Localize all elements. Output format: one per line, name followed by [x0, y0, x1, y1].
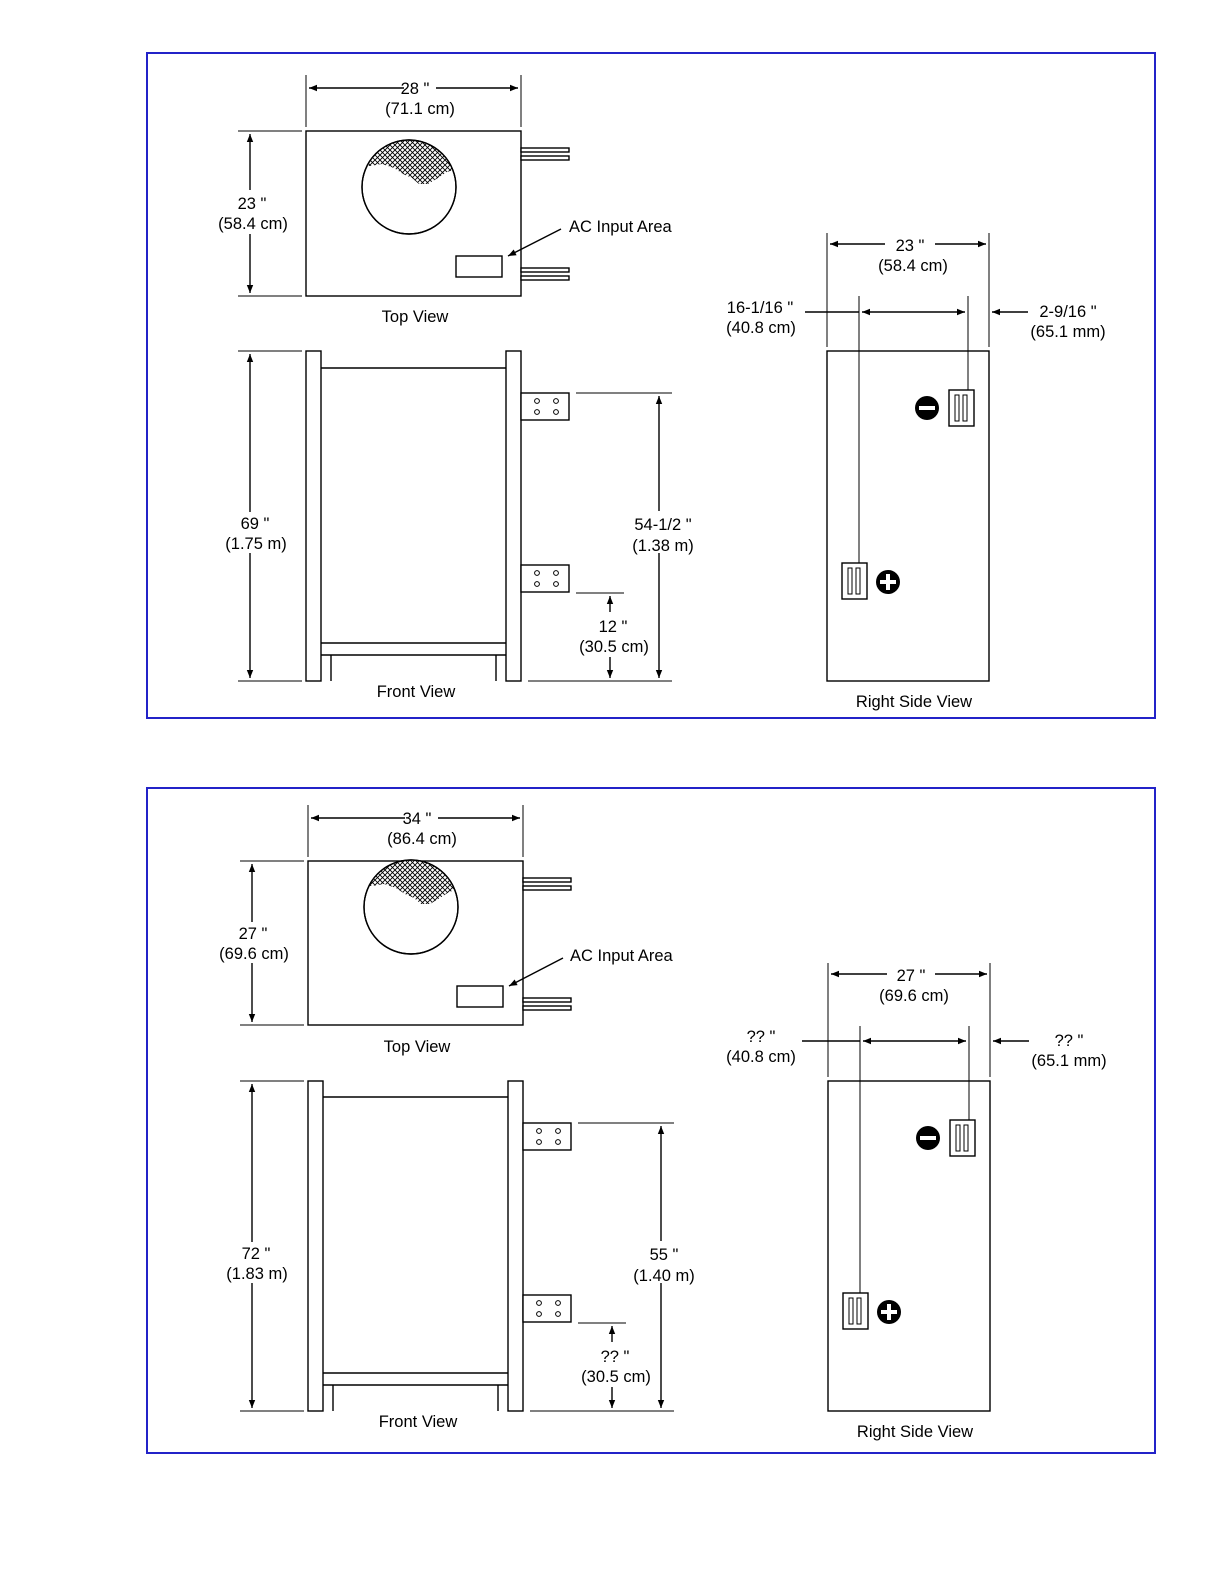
front-view: 69 " (1.75 m) 54-1/2 " (1.38 m) 12 " (30… — [225, 350, 694, 701]
top-width-label: 34 " — [403, 810, 432, 828]
top-width-metric: (86.4 cm) — [387, 830, 457, 848]
ac-input-leader — [508, 957, 564, 987]
bottom-terminal-metric: (30.5 cm) — [579, 638, 649, 656]
panel-frame — [146, 787, 1156, 1454]
side-offset-right-label: ?? " — [1055, 1032, 1084, 1050]
minus-circle-icon — [915, 396, 939, 420]
ac-input-box — [456, 985, 504, 1008]
side-width-label: 27 " — [897, 967, 926, 985]
front-view-label: Front View — [377, 683, 456, 701]
panel-1: 28 " (71.1 cm) 23 " (58.4 cm) AC Input A… — [146, 52, 1156, 719]
right-side-view: 23 " (58.4 cm) 16-1/16 " (40.8 cm) 2-9/1… — [726, 233, 1106, 711]
side-width-metric: (58.4 cm) — [878, 257, 948, 275]
front-view-label: Front View — [379, 1413, 458, 1431]
bottom-terminal-metric: (30.5 cm) — [581, 1368, 651, 1386]
front-height-metric: (1.83 m) — [226, 1265, 287, 1283]
bus-bars — [520, 147, 570, 281]
front-view: 72 " (1.83 m) 55 " (1.40 m) ?? " (30.5 c… — [226, 1080, 695, 1431]
upper-terminal-tab — [522, 1122, 572, 1151]
side-offset-left-metric: (40.8 cm) — [726, 319, 796, 337]
right-side-view: 27 " (69.6 cm) ?? " (40.8 cm) ?? " (65.1… — [726, 963, 1107, 1441]
side-width-label: 23 " — [896, 237, 925, 255]
terminal-span-label: 55 " — [650, 1246, 679, 1264]
top-view-label: Top View — [382, 308, 449, 326]
side-view-label: Right Side View — [856, 693, 972, 711]
top-view-label: Top View — [384, 1038, 451, 1056]
panel-2: 34 " (86.4 cm) 27 " (69.6 cm) AC Input A… — [146, 787, 1156, 1454]
top-depth-label: 27 " — [239, 925, 268, 943]
ac-input-label: AC Input Area — [569, 218, 673, 236]
side-offset-left-label: ?? " — [747, 1028, 776, 1046]
positive-terminal — [841, 562, 868, 600]
fan-mesh — [362, 140, 456, 184]
side-offset-left-metric: (40.8 cm) — [726, 1048, 796, 1066]
fan-mesh — [364, 860, 458, 904]
side-width-metric: (69.6 cm) — [879, 987, 949, 1005]
top-depth-label: 23 " — [238, 195, 267, 213]
upper-terminal-tab — [520, 392, 570, 421]
front-height-label: 69 " — [241, 515, 270, 533]
terminal-span-metric: (1.38 m) — [632, 537, 693, 555]
top-view: 34 " (86.4 cm) 27 " (69.6 cm) AC Input A… — [219, 805, 674, 1056]
side-offset-right-label: 2-9/16 " — [1039, 303, 1096, 321]
positive-terminal — [842, 1292, 869, 1330]
plus-circle-icon — [876, 570, 900, 594]
negative-terminal — [949, 1119, 976, 1157]
ac-input-box — [455, 255, 503, 278]
panel-frame — [146, 52, 1156, 719]
top-depth-metric: (58.4 cm) — [218, 215, 288, 233]
ac-input-label: AC Input Area — [570, 947, 674, 965]
lower-terminal-tab — [522, 1294, 572, 1323]
bottom-terminal-label: 12 " — [599, 618, 628, 636]
side-offset-right-metric: (65.1 mm) — [1030, 323, 1105, 341]
terminal-span-label: 54-1/2 " — [634, 516, 691, 534]
front-height-label: 72 " — [242, 1245, 271, 1263]
top-width-label: 28 " — [401, 80, 430, 98]
minus-circle-icon — [916, 1126, 940, 1150]
side-view-label: Right Side View — [857, 1423, 973, 1441]
ac-input-leader — [507, 228, 562, 257]
front-height-metric: (1.75 m) — [225, 535, 286, 553]
top-depth-metric: (69.6 cm) — [219, 945, 289, 963]
top-width-metric: (71.1 cm) — [385, 100, 455, 118]
side-offset-left-label: 16-1/16 " — [727, 299, 794, 317]
bus-bars — [522, 877, 572, 1011]
plus-circle-icon — [877, 1300, 901, 1324]
terminal-span-metric: (1.40 m) — [633, 1267, 694, 1285]
negative-terminal — [948, 389, 975, 427]
top-view: 28 " (71.1 cm) 23 " (58.4 cm) AC Input A… — [218, 75, 673, 326]
bottom-terminal-label: ?? " — [601, 1348, 630, 1366]
side-offset-right-metric: (65.1 mm) — [1031, 1052, 1106, 1070]
lower-terminal-tab — [520, 564, 570, 593]
